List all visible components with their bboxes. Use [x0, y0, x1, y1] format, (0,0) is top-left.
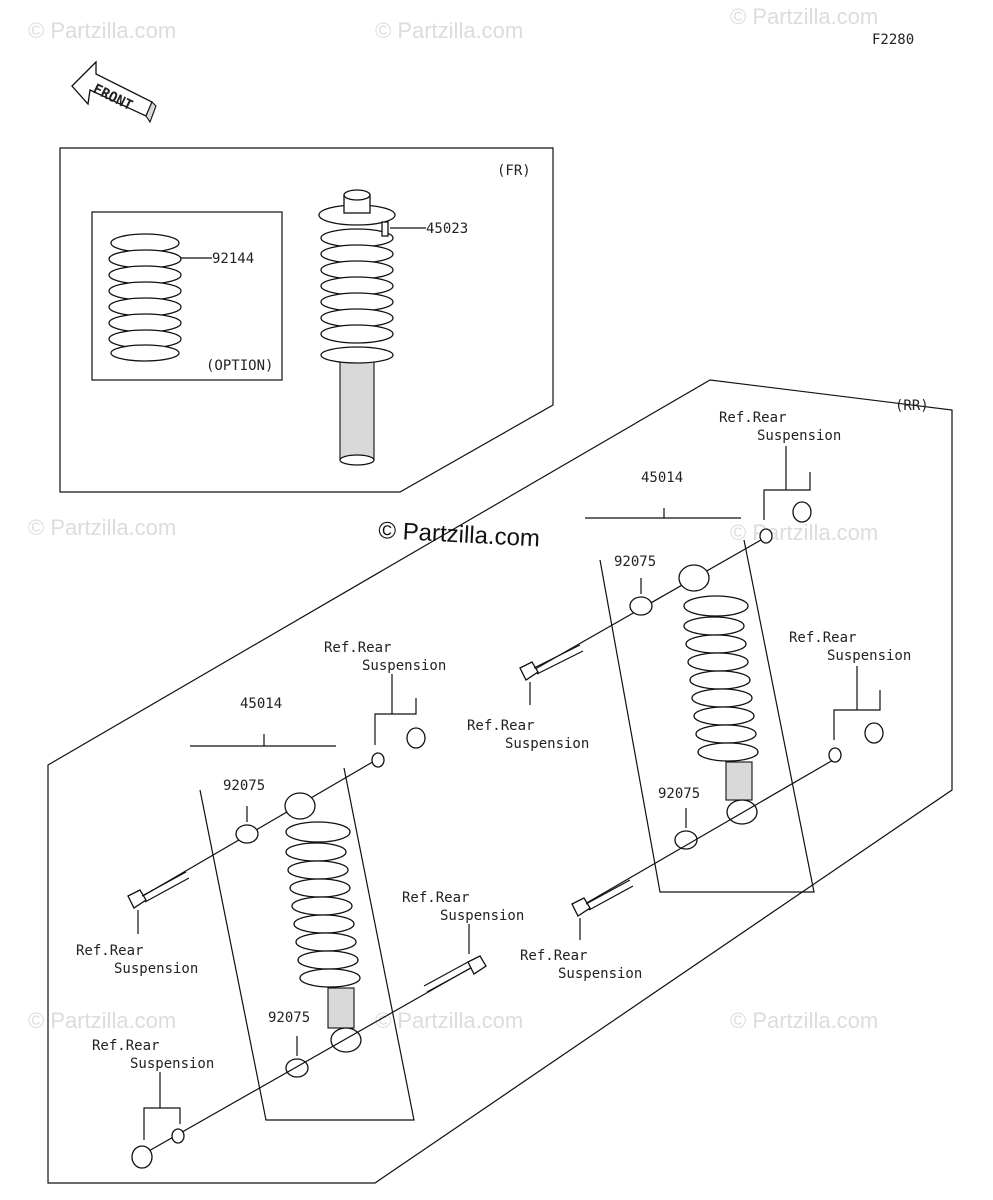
diagram-code: F2280: [872, 32, 914, 48]
ref-right-top-bolt-2: Suspension: [505, 736, 589, 752]
bolt-left-bottom: [423, 955, 487, 993]
label-92075-left-top: 92075: [223, 778, 265, 794]
front-arrow-icon: FRONT: [71, 60, 157, 124]
bushing-92075: [235, 824, 309, 1078]
ref-left-bottom-bolt-1: Ref.Rear: [402, 890, 469, 906]
label-92075-left-bottom: 92075: [268, 1010, 310, 1026]
ref-left-bottom-bolt-2: Suspension: [440, 908, 524, 924]
watermark: © Partzilla.com: [28, 1008, 176, 1033]
ref-right-bottom-bolt-1: Ref.Rear: [520, 948, 587, 964]
bolt-right-bottom: [571, 879, 634, 917]
ref-right-bottom-nut-2: Suspension: [827, 648, 911, 664]
watermarks: © Partzilla.com © Partzilla.com © Partzi…: [28, 4, 878, 1033]
watermark: © Partzilla.com: [375, 18, 523, 43]
option-box: [91, 211, 283, 381]
ref-left-bottom-nut-2: Suspension: [130, 1056, 214, 1072]
ref-right-top-nut-1: Ref.Rear: [719, 410, 786, 426]
nut-washer-right-bottom: [828, 722, 884, 763]
ref-right-top-nut-2: Suspension: [757, 428, 841, 444]
label-92075-right-bottom: 92075: [658, 786, 700, 802]
watermark: © Partzilla.com: [730, 4, 878, 29]
ref-left-top-nut-2: Suspension: [362, 658, 446, 674]
front-shock-45023: [318, 189, 396, 466]
ref-left-top-bolt-1: Ref.Rear: [76, 943, 143, 959]
nut-washer-left-bottom: [131, 1128, 185, 1169]
ref-right-bottom-nut-1: Ref.Rear: [789, 630, 856, 646]
rear-section-tag: (RR): [895, 398, 929, 414]
spring-92144: [108, 233, 182, 362]
center-watermark: © Partzilla.com: [378, 517, 541, 552]
bolt-right-top: [519, 644, 584, 681]
ref-right-top-bolt-1: Ref.Rear: [467, 718, 534, 734]
watermark: © Partzilla.com: [730, 520, 878, 545]
rear-shock-right: [678, 564, 759, 825]
ref-right-bottom-bolt-2: Suspension: [558, 966, 642, 982]
nut-washer-left-top: [371, 727, 426, 768]
watermark: © Partzilla.com: [375, 1008, 523, 1033]
watermark: © Partzilla.com: [28, 18, 176, 43]
ref-left-top-bolt-2: Suspension: [114, 961, 198, 977]
ref-left-bottom-nut-1: Ref.Rear: [92, 1038, 159, 1054]
nut-washer-right-top: [759, 501, 812, 544]
bolt-left-top: [127, 871, 190, 909]
option-tag: (OPTION): [206, 358, 273, 374]
watermark: © Partzilla.com: [28, 515, 176, 540]
ref-left-top-nut-1: Ref.Rear: [324, 640, 391, 656]
rear-shock-left: [284, 792, 362, 1053]
rear-section-frame: [47, 379, 953, 1184]
front-section-tag: (FR): [497, 163, 531, 179]
front-section-frame: [59, 147, 554, 493]
label-45023: 45023: [426, 221, 468, 237]
watermark: © Partzilla.com: [730, 1008, 878, 1033]
label-92144: 92144: [212, 251, 254, 267]
label-92075-right-top: 92075: [614, 554, 656, 570]
label-45014-left: 45014: [240, 696, 282, 712]
bushing-92075: [629, 596, 698, 850]
label-45014-right: 45014: [641, 470, 683, 486]
